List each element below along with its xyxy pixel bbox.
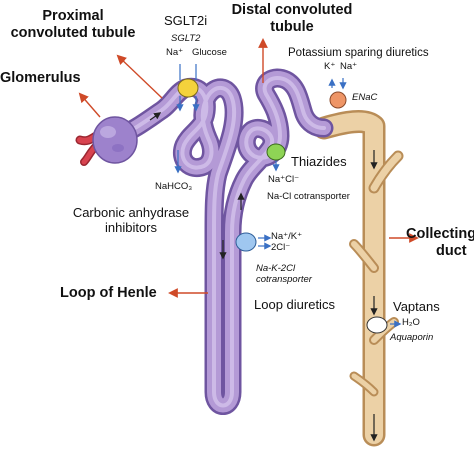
collecting-duct-label: Collecting duct	[406, 226, 474, 259]
nacl-cotransporter-label: Na-Cl cotransporter	[267, 191, 350, 202]
thiazides-label: Thiazides	[291, 154, 347, 169]
nkcc-cotransporter-label-line1: Na-K-2Cl	[256, 263, 296, 274]
proximal-tubule-label-line1: Proximal	[42, 8, 104, 24]
collecting-duct-label-line1: Collecting	[406, 226, 474, 242]
glomerulus-label: Glomerulus	[0, 70, 81, 86]
structure-pointer-arrows	[78, 38, 419, 298]
carbonic-anhydrase-label: Carbonic anhydrase inhibitors	[58, 205, 204, 236]
enac-k-label: K⁺	[324, 61, 336, 72]
thiazide-nacl-label: Na⁺Cl⁻	[268, 174, 300, 185]
nkcc-cotransporter	[235, 232, 272, 252]
sglt2i-label: SGLT2i	[164, 13, 208, 28]
sglt2-transporter	[176, 64, 200, 112]
vaptans-label: Vaptans	[393, 299, 440, 314]
proximal-tubule-label: Proximal convoluted tubule	[6, 8, 140, 41]
nkcc-cotransporter-label: Na-K-2Cl cotransporter	[256, 263, 312, 286]
carbonic-anhydrase-label-line1: Carbonic anhydrase	[72, 205, 190, 220]
sglt2-na-label: Na⁺	[166, 47, 184, 58]
distal-tubule-label-line2: tubule	[270, 18, 314, 35]
collecting-duct-label-line2: duct	[436, 242, 467, 259]
nkcc-cotransporter-label-line2: cotransporter	[256, 273, 312, 285]
distal-tubule-label: Distal convoluted tubule	[224, 2, 360, 35]
h2o-label: H₂O	[402, 317, 420, 328]
nahco3-label: NaHCO₃	[155, 181, 193, 192]
loop-diuretics-label: Loop diuretics	[254, 297, 335, 312]
glomerulus-capsule	[75, 116, 138, 166]
enac-na-label: Na⁺	[340, 61, 358, 72]
nkcc-2cl-label: 2Cl⁻	[271, 242, 291, 253]
enac-label: ENaC	[352, 92, 378, 103]
carbonic-anhydrase-label-line2: inhibitors	[104, 219, 158, 235]
thiazide-cotransporter	[266, 143, 286, 172]
distal-tubule-label-line1: Distal convoluted	[231, 2, 353, 18]
proximal-tubule-label-line2: convoluted tubule	[10, 24, 136, 41]
enac-channel	[328, 78, 347, 109]
sglt2-label: SGLT2	[171, 33, 201, 44]
potassium-sparing-label: Potassium sparing diuretics	[288, 47, 429, 59]
nkcc-nak-label: Na⁺/K⁺	[271, 231, 303, 242]
aquaporin-channel	[366, 316, 402, 334]
loop-of-henle-label: Loop of Henle	[60, 285, 157, 301]
flow-arrows	[149, 112, 378, 442]
sglt2-glucose-label: Glucose	[192, 47, 227, 58]
nephron-tubule	[105, 68, 334, 415]
aquaporin-label: Aquaporin	[390, 332, 434, 343]
